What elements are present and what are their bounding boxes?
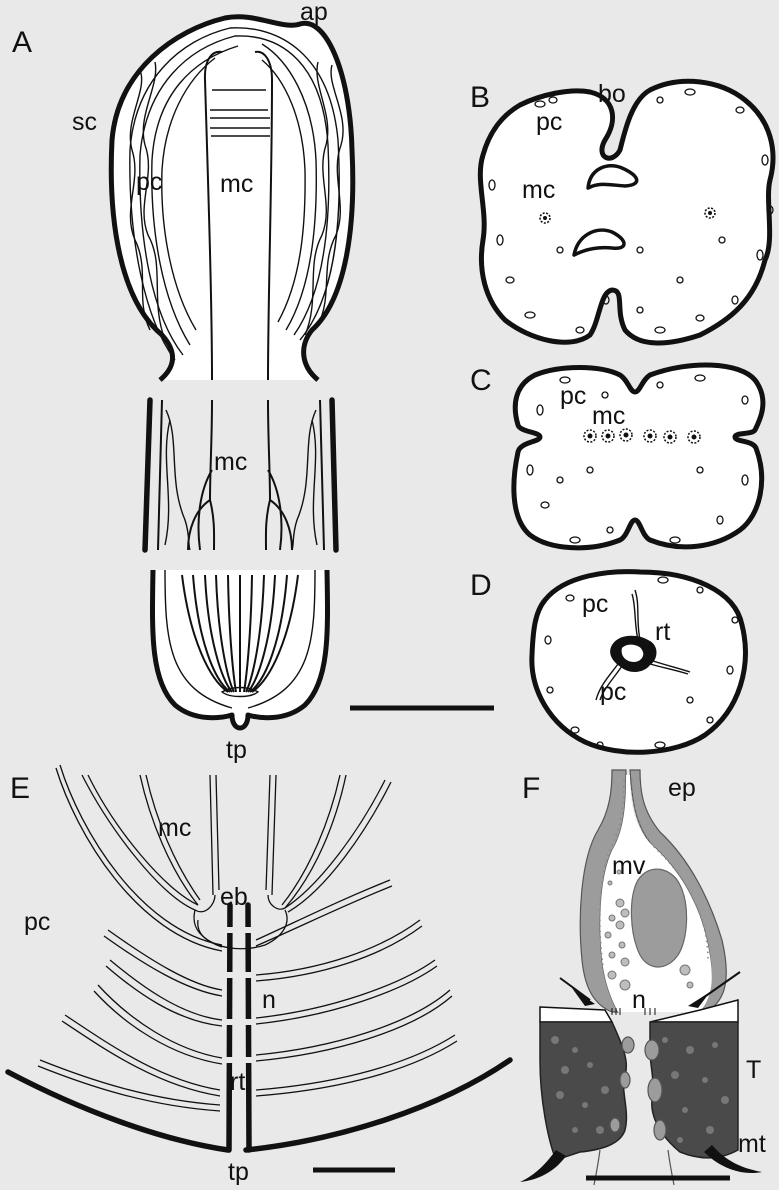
label-mc-lower: mc xyxy=(214,448,247,476)
panel-c-letter: C xyxy=(470,364,492,397)
label-f-mv: mv xyxy=(612,852,646,880)
panel-b-letter: B xyxy=(470,81,490,114)
label-pc: pc xyxy=(136,168,162,196)
label-d-pc-top: pc xyxy=(582,590,608,618)
panel-d-letter: D xyxy=(470,569,492,602)
label-mc: mc xyxy=(220,170,253,198)
label-ap: ap xyxy=(300,0,328,26)
label-bo: bo xyxy=(598,80,626,108)
label-e-rt: rt xyxy=(230,1068,245,1096)
panel-f-letter: F xyxy=(522,772,540,805)
panel-c: C pc mc xyxy=(470,364,763,548)
panel-f: F ep mv n T mt xyxy=(520,770,766,1185)
panel-e-letter: E xyxy=(10,772,30,805)
label-f-T: T xyxy=(746,1056,761,1084)
label-f-ep: ep xyxy=(668,774,696,802)
label-f-mt: mt xyxy=(738,1130,766,1158)
label-tp: tp xyxy=(226,736,247,764)
label-b-pc: pc xyxy=(536,108,562,136)
panel-e: E mc eb pc n rt tp xyxy=(8,765,510,1186)
panel-d: D pc rt pc xyxy=(470,569,745,752)
label-f-n: n xyxy=(632,986,646,1014)
panel-b: B bo pc mc xyxy=(470,80,773,343)
label-e-n: n xyxy=(262,986,276,1014)
label-e-mc: mc xyxy=(158,814,191,842)
label-d-pc-bottom: pc xyxy=(600,678,626,706)
label-d-rt: rt xyxy=(655,618,670,646)
panel-a-letter: A xyxy=(12,26,32,59)
label-b-mc: mc xyxy=(522,176,555,204)
label-e-pc: pc xyxy=(24,908,50,936)
label-e-tp: tp xyxy=(228,1158,249,1186)
label-sc: sc xyxy=(72,108,97,136)
panel-a: A ap sc pc mc mc tp xyxy=(12,0,494,764)
label-c-pc: pc xyxy=(560,382,586,410)
label-c-mc: mc xyxy=(592,402,625,430)
label-e-eb: eb xyxy=(220,883,248,911)
